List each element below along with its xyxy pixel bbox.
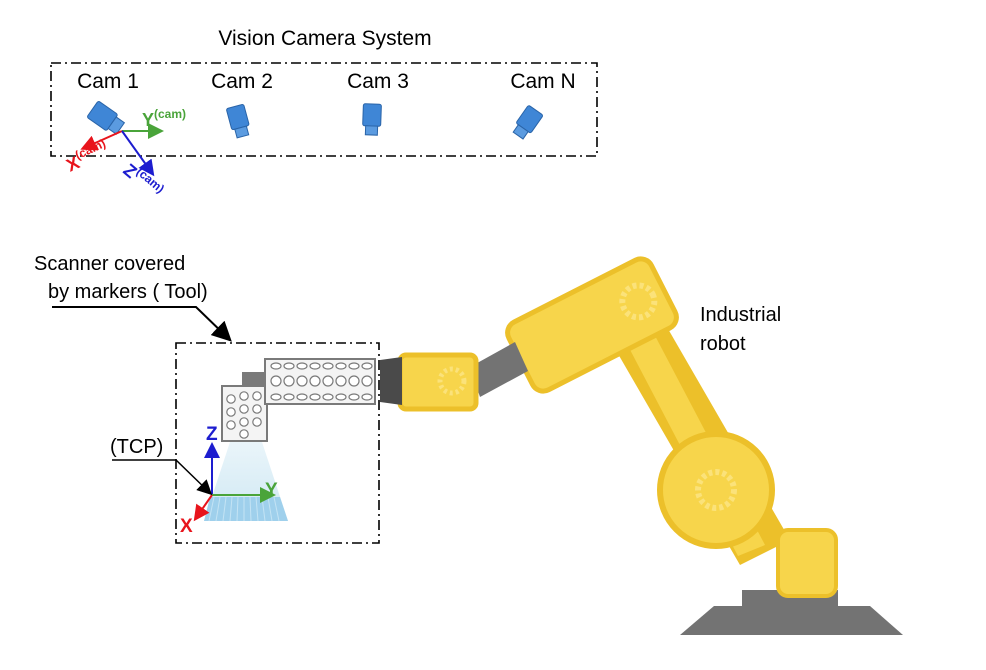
scanner-tool <box>221 358 376 442</box>
tcp-x-axis-arrow <box>193 494 213 522</box>
cam-z-axis-label: Z(cam) <box>119 157 167 202</box>
camera-system-title: Vision Camera System <box>218 27 431 50</box>
camera-label-1: Cam 1 <box>77 70 139 93</box>
cam-z-axis-arrow <box>121 130 155 177</box>
camera-icon-2 <box>226 104 250 139</box>
tool-label-line-2: by markers ( Tool) <box>48 281 208 303</box>
tool-label-line-1: Scanner covered <box>34 253 185 275</box>
robot-base <box>680 606 903 635</box>
cam-y-axis-label: Y(cam) <box>142 107 186 130</box>
tcp-pointer-arrow <box>112 459 213 496</box>
tcp-x-axis-label: X <box>180 516 193 537</box>
camera-icon-3 <box>362 103 382 136</box>
tcp-y-axis-label: Y <box>265 480 278 501</box>
robot-label-line-2: robot <box>700 333 746 355</box>
robot-joint-2 <box>657 431 775 549</box>
camera-label-2: Cam 2 <box>211 70 273 93</box>
tool-frame <box>175 342 380 544</box>
tcp-label: (TCP) <box>110 436 163 458</box>
camera-label-n: Cam N <box>510 70 575 93</box>
robot-label-line-1: Industrial <box>700 304 781 326</box>
cam-x-axis-label: X(cam) <box>62 136 112 175</box>
camera-label-3: Cam 3 <box>347 70 409 93</box>
cam-x-axis-arrow <box>80 130 123 151</box>
camera-icon-n <box>512 105 543 140</box>
industrial-robot <box>380 256 903 635</box>
camera-icon-1 <box>87 101 126 135</box>
tcp-z-axis-label: Z <box>206 424 218 445</box>
scanner-marker-grid <box>226 391 262 439</box>
tool-pointer-arrow <box>52 306 232 342</box>
scanner-fan <box>204 496 288 522</box>
